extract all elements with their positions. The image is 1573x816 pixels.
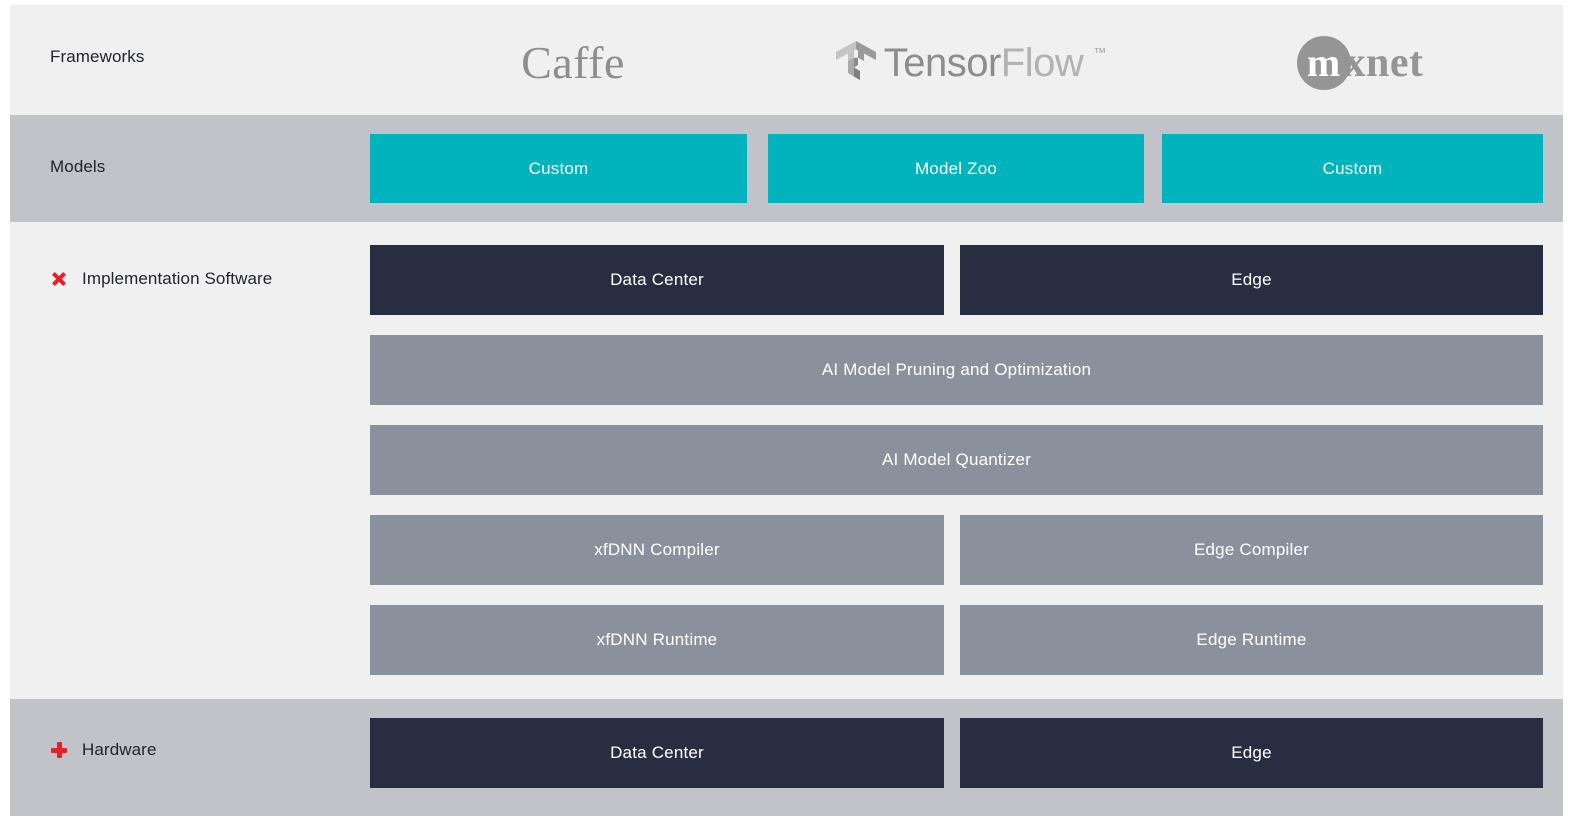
models-label-text: Models [50,157,106,176]
impl-box-pruning-optimization-label: AI Model Pruning and Optimization [821,360,1092,379]
models-box-model-zoo[interactable]: Model Zoo [768,134,1144,203]
collapse-x-icon[interactable] [50,270,68,288]
hardware-box-data-center[interactable]: Data Center [370,718,944,788]
impl-box-xfdnn-compiler-label: xfDNN Compiler [594,540,720,559]
caffe-logo: Caffe [498,33,648,93]
models-box-model-zoo-label: Model Zoo [914,158,998,178]
impl-box-xfdnn-runtime[interactable]: xfDNN Runtime [370,605,944,675]
frameworks-label-text: Frameworks [50,47,145,66]
implementation-software-row: Implementation Software Data Center Edge… [10,222,1563,699]
impl-box-data-center[interactable]: Data Center [370,245,944,315]
hardware-label-text: Hardware [82,740,157,759]
models-box-custom-right-label: Custom [1322,158,1383,178]
tensorflow-logo-text: TensorFlow [884,43,1084,83]
tensorflow-mark-icon [835,41,876,80]
implementation-software-label-text: Implementation Software [82,269,273,288]
models-box-custom-right[interactable]: Custom [1162,134,1543,203]
tensorflow-trademark: ™ [1093,45,1107,60]
impl-box-quantizer-label: AI Model Quantizer [881,450,1032,469]
tensorflow-word-flow: Flow [1000,41,1084,85]
hardware-box-edge[interactable]: Edge [960,718,1543,788]
models-row: Models Custom Model Zoo Custom [10,115,1563,222]
frameworks-row-label: Frameworks [50,47,145,67]
mxnet-logo: m xnet [1275,33,1445,93]
hardware-row-label[interactable]: Hardware [50,740,157,760]
impl-box-edge[interactable]: Edge [960,245,1543,315]
implementation-software-row-label[interactable]: Implementation Software [50,269,272,289]
mxnet-logo-text: xnet [1344,40,1424,86]
hardware-box-edge-label: Edge [1231,743,1272,762]
models-box-custom-left-label: Custom [528,158,589,178]
hardware-box-data-center-label: Data Center [610,743,704,762]
tensorflow-logo: TensorFlow ™ [830,33,1110,93]
mxnet-mark-icon: m [1296,36,1351,90]
impl-box-pruning-optimization[interactable]: AI Model Pruning and Optimization [370,335,1543,405]
models-row-label: Models [50,157,105,177]
models-box-custom-left[interactable]: Custom [370,134,747,203]
impl-box-edge-compiler[interactable]: Edge Compiler [960,515,1543,585]
impl-box-edge-runtime-label: Edge Runtime [1196,630,1307,649]
tensorflow-word-tensor: Tensor [883,41,1002,85]
impl-box-edge-label: Edge [1231,270,1272,289]
expand-plus-icon[interactable] [50,741,68,759]
impl-box-xfdnn-runtime-label: xfDNN Runtime [596,630,718,649]
impl-box-xfdnn-compiler[interactable]: xfDNN Compiler [370,515,944,585]
impl-box-edge-runtime[interactable]: Edge Runtime [960,605,1543,675]
impl-box-data-center-label: Data Center [610,270,704,289]
frameworks-row: Frameworks Caffe TensorFlow ™ [10,5,1563,115]
impl-box-quantizer[interactable]: AI Model Quantizer [370,425,1543,495]
hardware-row: Hardware Data Center Edge [10,699,1563,816]
caffe-logo-text: Caffe [521,37,625,88]
impl-box-edge-compiler-label: Edge Compiler [1193,540,1310,559]
